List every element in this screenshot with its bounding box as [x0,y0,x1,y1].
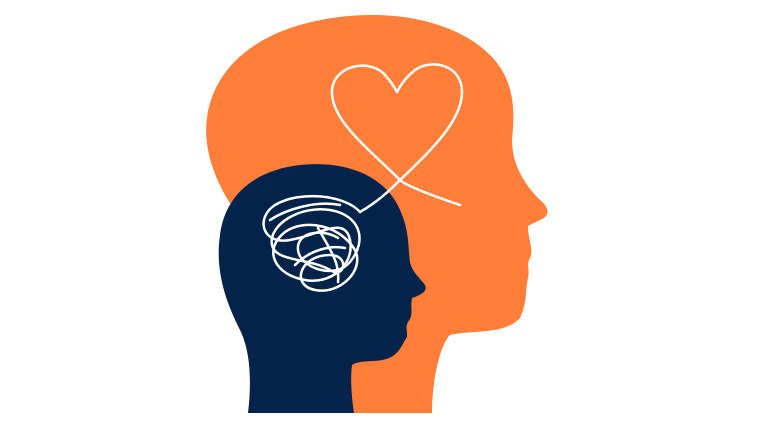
heart-icon [330,63,464,214]
navy-head-silhouette [218,164,426,413]
tangled-thread-icon [262,194,362,292]
